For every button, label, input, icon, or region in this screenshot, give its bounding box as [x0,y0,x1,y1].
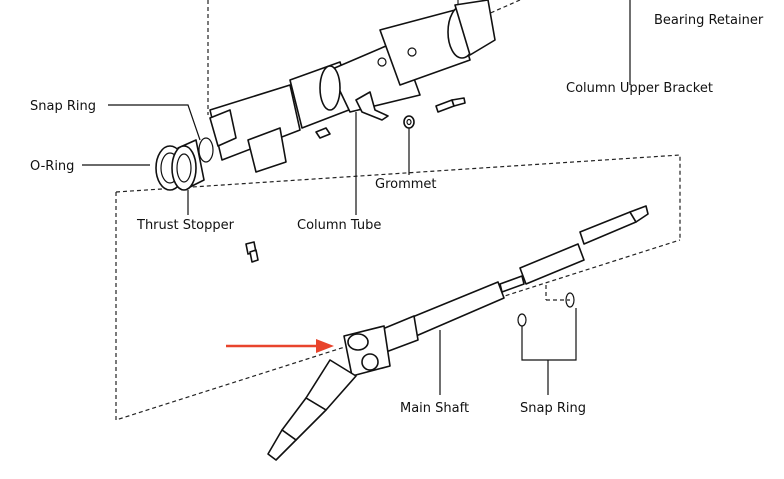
snap-ring-part [198,137,214,163]
snap-ring-label: Snap Ring [30,99,96,114]
red-arrow [226,339,334,353]
grommet-part [403,115,415,129]
bolt-parts [245,97,466,263]
thrust-stopper-part [171,139,205,191]
snap-ring-bottom-part [517,292,575,327]
main-shaft-label: Main Shaft [400,401,469,416]
main-shaft-part [267,205,649,461]
snap-ring-bottom-label: Snap Ring [520,401,586,416]
leader-lines [82,0,631,395]
bearing-retainer-label: Bearing Retainer [654,13,764,28]
column-tube-part [209,0,496,173]
thrust-stopper-label: Thrust Stopper [136,218,235,233]
column-tube-label: Column Tube [297,218,381,233]
grommet-label: Grommet [375,177,437,192]
o-ring-label: O-Ring [30,159,74,174]
column-upper-bracket-label: Column Upper Bracket [566,81,713,96]
